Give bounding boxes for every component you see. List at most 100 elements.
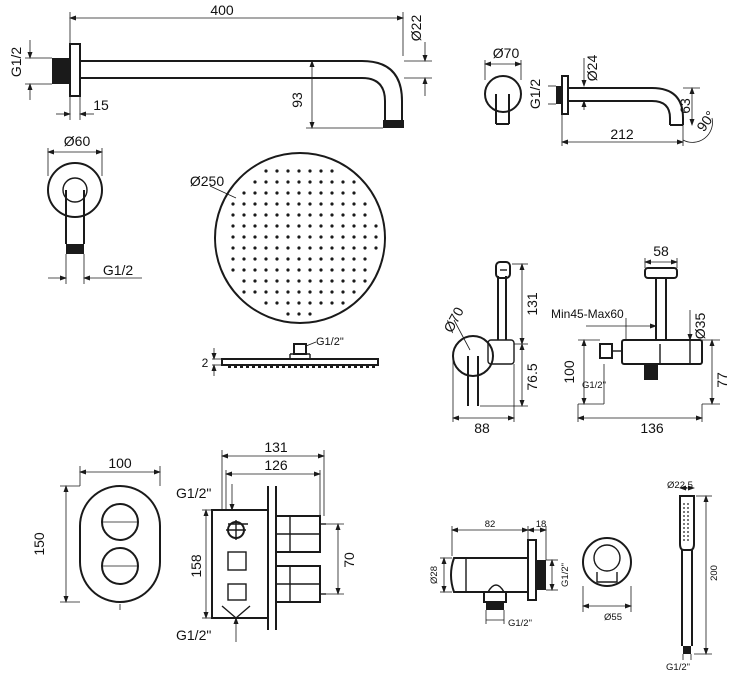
nozzle-dot [253, 191, 257, 195]
nozzle-dot [242, 268, 246, 272]
arm-flange-diameter-label: Ø60 [64, 133, 91, 149]
hand-nozzle-dot [687, 507, 689, 509]
nozzle-dot [275, 169, 279, 173]
nozzle-dot [308, 224, 312, 228]
hand-nozzle-dot [683, 527, 685, 529]
nozzle-dot [231, 257, 235, 261]
nozzle-dot [308, 279, 312, 283]
hand-nozzles [683, 503, 689, 541]
head-thread-label: G1/2" [316, 336, 344, 348]
nozzle-pattern [231, 169, 378, 316]
nozzle-dot [352, 290, 356, 294]
nozzle-dot [275, 268, 279, 272]
nozzle-dot [275, 224, 279, 228]
nozzle-dot [242, 202, 246, 206]
nozzle-dot [264, 301, 268, 305]
arm-diameter-label: Ø22 [408, 15, 424, 42]
nozzle-dot [297, 301, 301, 305]
nozzle-dot [297, 257, 301, 261]
nozzle-dot [297, 213, 301, 217]
mixer-spacing-label: 70 [341, 552, 357, 568]
nozzle-dot [363, 279, 367, 283]
nozzle-dot [264, 290, 268, 294]
nozzle-dot [352, 257, 356, 261]
hand-nozzle-dot [687, 503, 689, 505]
nozzle-dot [231, 213, 235, 217]
nozzle-dot [330, 290, 334, 294]
nozzle-dot [264, 191, 268, 195]
side-nozzle [348, 365, 351, 368]
nozzle-dot [330, 279, 334, 283]
nozzle-dot [319, 268, 323, 272]
nozzle-dot [352, 224, 356, 228]
side-nozzle [300, 365, 303, 368]
nozzle-dot [253, 235, 257, 239]
spout-thread-label: G1/2 [527, 79, 543, 110]
nozzle-dot [231, 268, 235, 272]
nozzle-dot [308, 235, 312, 239]
nozzle-dot [253, 224, 257, 228]
nozzle-dot [297, 279, 301, 283]
bidet-front-thread-label: G1/2" [582, 380, 606, 391]
nozzle-dot [264, 279, 268, 283]
nozzle-dot [297, 191, 301, 195]
nozzle-dot [352, 213, 356, 217]
nozzle-dot [253, 213, 257, 217]
nozzle-dot [264, 268, 268, 272]
nozzle-dot [363, 202, 367, 206]
nozzle-dot [286, 301, 290, 305]
side-nozzle [336, 365, 339, 368]
nozzle-dot [297, 235, 301, 239]
nozzle-dot [242, 290, 246, 294]
nozzle-dot [330, 213, 334, 217]
mixer-top-thread-label: G1/2" [176, 485, 211, 501]
nozzle-dot [319, 246, 323, 250]
bidet-side-top-height-label: 131 [524, 292, 540, 316]
bidet-side-flange-label: Ø70 [440, 304, 467, 335]
bidet-front-head-width-label: 58 [653, 243, 669, 259]
mixer-bottom-thread-label: G1/2" [176, 627, 211, 643]
nozzle-dot [275, 180, 279, 184]
nozzle-dot [330, 301, 334, 305]
nozzle-dot [330, 180, 334, 184]
nozzle-dot [297, 180, 301, 184]
hand-nozzle-dot [683, 531, 685, 533]
nozzle-dot [330, 224, 334, 228]
side-nozzle [372, 365, 375, 368]
nozzle-dot [286, 169, 290, 173]
bidet-front-range-label: Min45-Max60 [551, 307, 624, 321]
arm-thread-label: G1/2 [8, 47, 24, 78]
nozzle-dot [286, 312, 290, 316]
nozzle-dot [275, 257, 279, 261]
bidet-front-height-label: 100 [561, 360, 577, 384]
nozzle-dot [242, 279, 246, 283]
nozzle-dot [319, 301, 323, 305]
hand-nozzle-dot [687, 511, 689, 513]
nozzle-dot [286, 279, 290, 283]
nozzle-dot [363, 213, 367, 217]
shower-arm-drawing [25, 12, 432, 129]
outlet-side-drawing [440, 526, 558, 624]
outlet-front-drawing [582, 537, 632, 612]
hand-nozzle-dot [687, 535, 689, 537]
nozzle-dot [341, 257, 345, 261]
nozzle-dot [264, 169, 268, 173]
outlet-length-label: 82 [485, 519, 496, 530]
nozzle-dot [275, 202, 279, 206]
hand-nozzle-dot [687, 515, 689, 517]
nozzle-dot [275, 246, 279, 250]
nozzle-dot [341, 235, 345, 239]
nozzle-dot [231, 246, 235, 250]
nozzle-dot [352, 279, 356, 283]
nozzle-dot [264, 224, 268, 228]
nozzle-dot [253, 268, 257, 272]
nozzle-dot [352, 246, 356, 250]
nozzle-dot [374, 235, 378, 239]
hand-shower-drawing [679, 485, 712, 660]
arm-flange-drawing [47, 148, 142, 284]
nozzle-dot [242, 257, 246, 261]
hand-nozzle-dot [687, 527, 689, 529]
hand-nozzle-dot [683, 511, 685, 513]
outlet-flange-label: 18 [536, 519, 547, 530]
